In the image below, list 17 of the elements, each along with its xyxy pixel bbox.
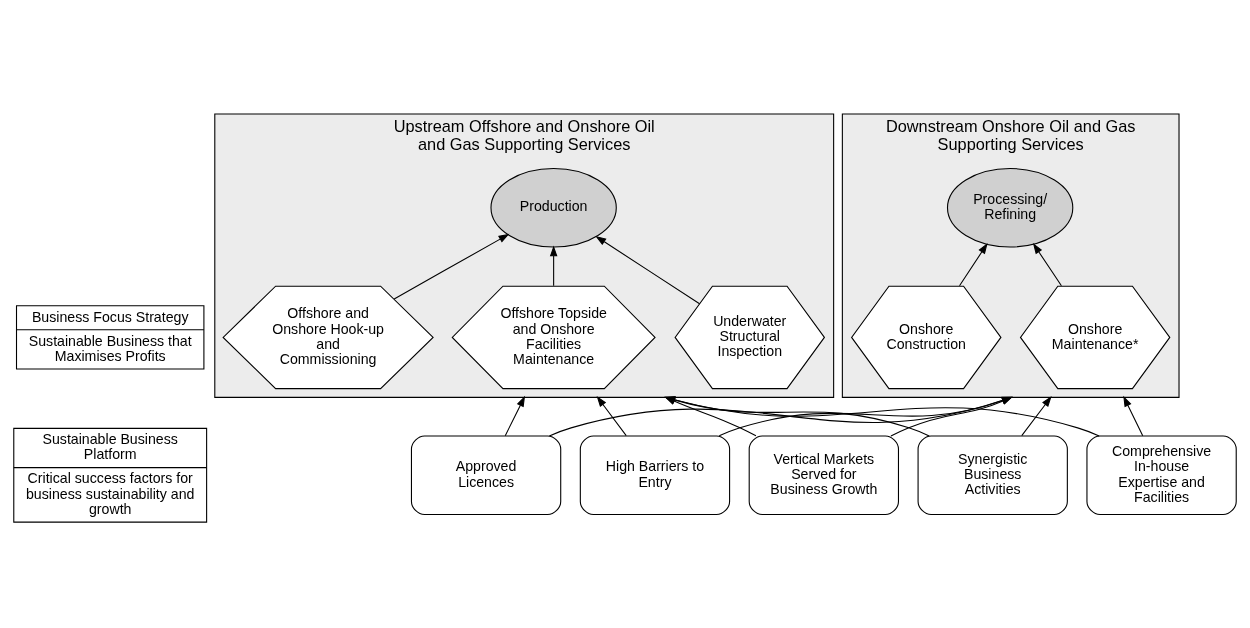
arrow <box>1032 243 1062 287</box>
node-box: Vertical Markets Served for Business Growth <box>748 435 899 515</box>
arrow <box>393 233 510 300</box>
node-box: Approved Licences <box>410 435 562 515</box>
arrow <box>1021 396 1052 437</box>
arrow <box>664 396 930 437</box>
node-ellipse: Processing/ Refining <box>946 168 1074 248</box>
node-box: High Barriers to Entry <box>579 435 731 515</box>
arrow <box>504 395 526 437</box>
arrow <box>596 396 627 437</box>
arrow <box>1123 395 1144 437</box>
arrow <box>595 235 701 305</box>
node-box: Synergistic Business Activities <box>917 435 1068 515</box>
arrow <box>958 243 988 287</box>
arrow <box>549 245 558 287</box>
node-box: Comprehensive In-house Expertise and Facilities <box>1086 435 1237 515</box>
arrow <box>664 396 757 437</box>
